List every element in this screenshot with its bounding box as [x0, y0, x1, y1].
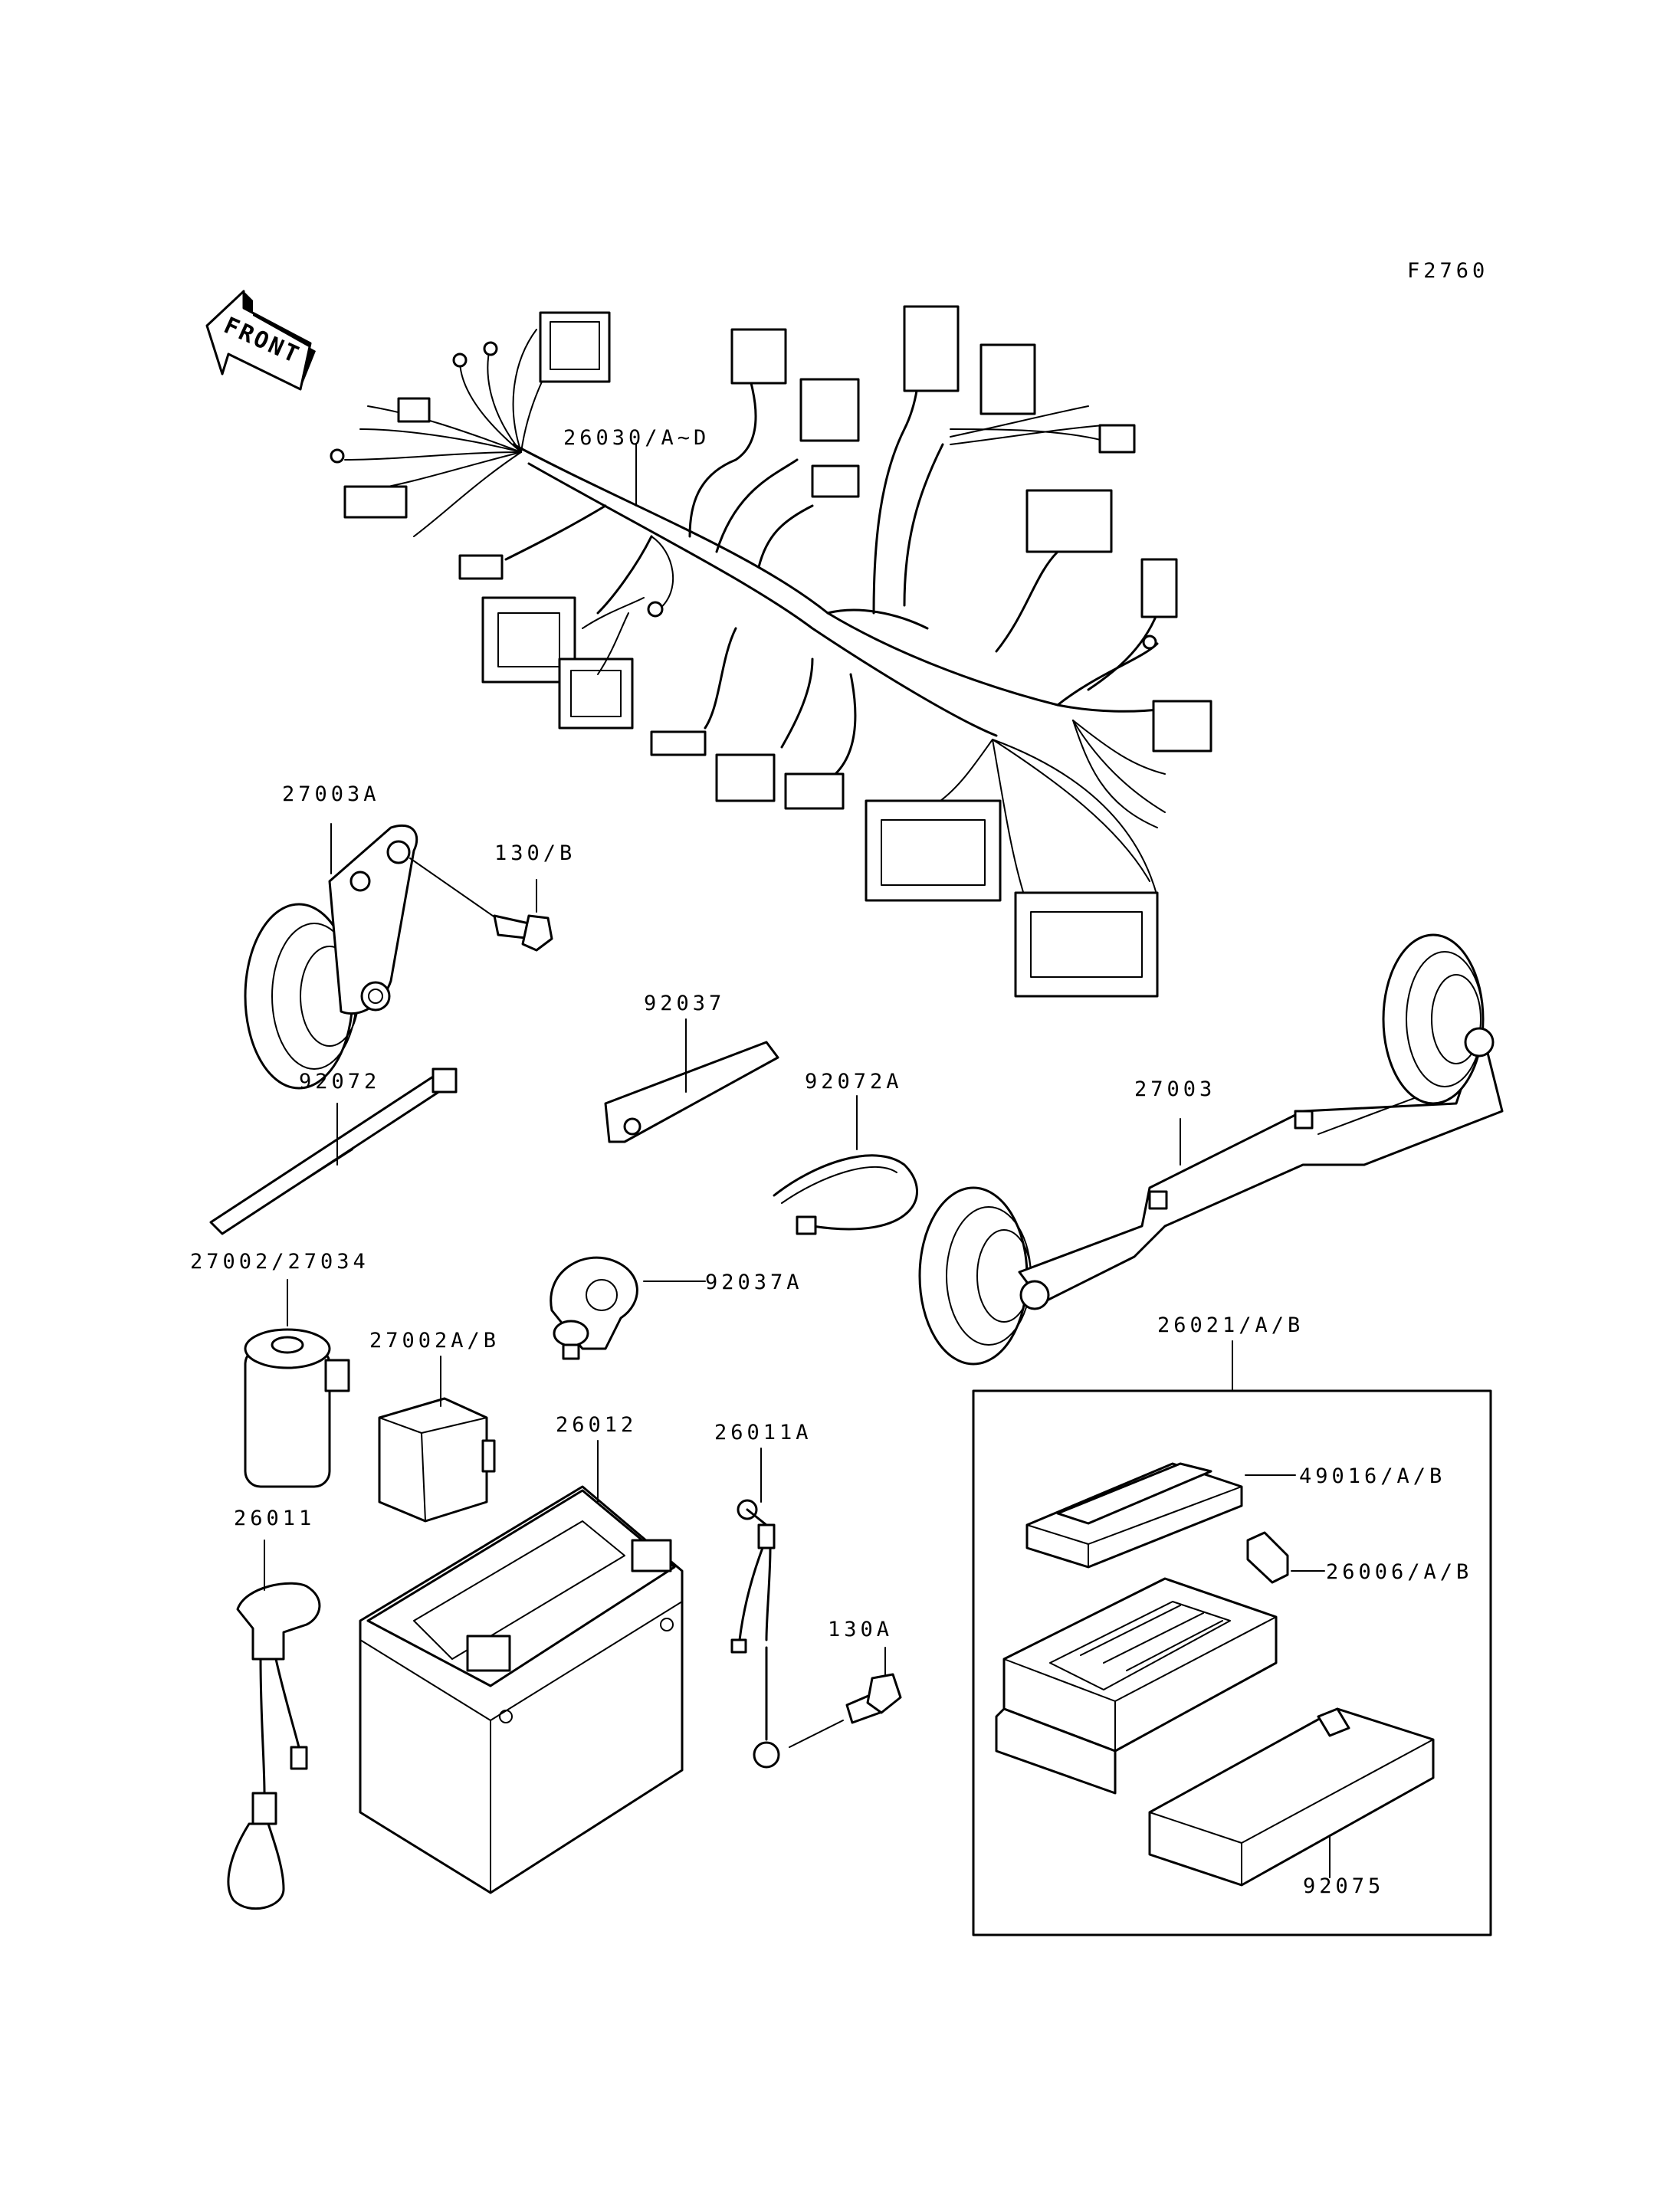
label-junction-box: 26021/A/B — [1157, 1313, 1304, 1337]
label-horn-27003a: 27003A — [282, 782, 380, 806]
label-lead-26011a: 26011A — [714, 1421, 812, 1444]
label-band-92072a: 92072A — [805, 1070, 903, 1094]
label-cover-49016: 49016/A/B — [1299, 1464, 1445, 1488]
label-cover-92075: 92075 — [1303, 1874, 1384, 1898]
lead-26011 — [227, 1582, 321, 1910]
label-band-92072: 92072 — [299, 1070, 380, 1094]
bolt-130a — [845, 1673, 902, 1724]
horn-27003 — [918, 933, 1504, 1366]
clamp-92037a — [550, 1256, 638, 1360]
junction-box-body — [995, 1577, 1278, 1795]
label-relay-27002ab: 27002A/B — [369, 1329, 500, 1353]
figure-code: F2760 — [1407, 259, 1488, 283]
front-arrow: FRONT — [205, 290, 316, 391]
wiring-harness — [330, 305, 1212, 998]
band-92072a — [773, 1154, 918, 1235]
label-clamp-92037a: 92037A — [705, 1271, 803, 1294]
label-bolt-130b: 130/B — [494, 841, 576, 865]
label-relay-27002: 27002/27034 — [190, 1250, 369, 1274]
horn-27003a — [244, 824, 418, 1090]
band-92072 — [209, 1067, 458, 1235]
label-horn-27003: 27003 — [1134, 1077, 1216, 1101]
battery-26012 — [359, 1485, 684, 1894]
bolt-130b — [409, 857, 553, 952]
label-bracket-92037: 92037 — [644, 992, 725, 1015]
relay-27002ab — [378, 1397, 496, 1523]
label-fuse-26006: 26006/A/B — [1326, 1560, 1472, 1584]
cover-49016 — [1025, 1462, 1243, 1569]
label-harness: 26030/A~D — [563, 426, 710, 450]
bracket-92037 — [604, 1041, 779, 1143]
lead-26011a — [730, 1499, 844, 1769]
cover-92075 — [1148, 1707, 1435, 1887]
label-lead-26011: 26011 — [234, 1507, 315, 1530]
label-battery-26012: 26012 — [556, 1413, 637, 1437]
fuse-26006 — [1246, 1531, 1289, 1584]
label-bolt-130a: 130A — [828, 1618, 893, 1641]
relay-27002 — [244, 1328, 350, 1488]
